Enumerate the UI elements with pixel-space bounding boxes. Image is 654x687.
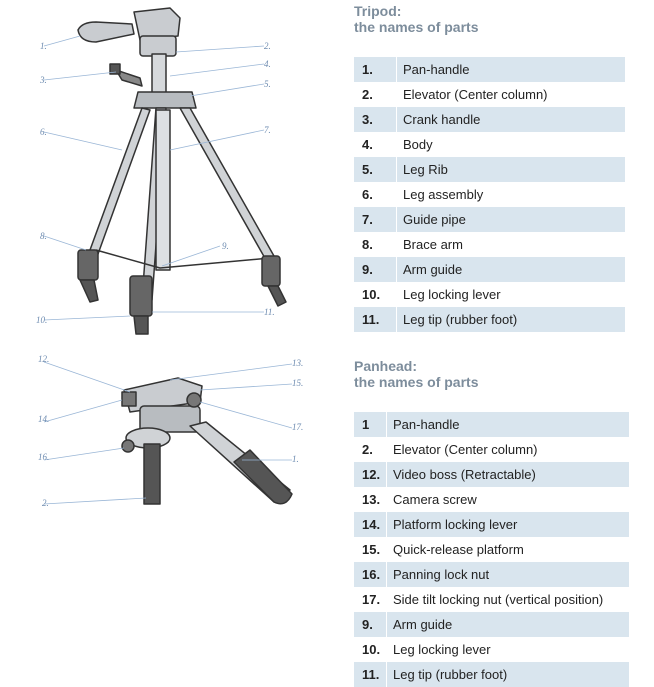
part-row: 6.Leg assembly xyxy=(354,182,625,207)
tripod-subtitle: the names of parts xyxy=(354,19,479,35)
part-row: 15.Quick-release platform xyxy=(354,537,629,562)
part-name: Guide pipe xyxy=(396,207,625,232)
part-name: Elevator (Center column) xyxy=(386,437,629,462)
part-number: 14. xyxy=(354,512,387,537)
part-number: 1 xyxy=(354,412,387,437)
part-row: 8.Brace arm xyxy=(354,232,625,257)
part-number: 13. xyxy=(354,487,387,512)
part-name: Leg tip (rubber foot) xyxy=(396,307,625,332)
panhead-callout-16: 16. xyxy=(38,452,49,462)
tripod-callout-2: 2. xyxy=(264,41,271,51)
part-number: 5. xyxy=(354,157,397,182)
part-row: 14.Platform locking lever xyxy=(354,512,629,537)
part-row: 9.Arm guide xyxy=(354,612,629,637)
part-name: Pan-handle xyxy=(386,412,629,437)
part-number: 7. xyxy=(354,207,397,232)
part-number: 10. xyxy=(354,282,397,307)
panhead-diagram: 12. 13. 15. 14. 17. 16. 1. 2. xyxy=(30,350,340,520)
tripod-callout-5: 5. xyxy=(264,79,271,89)
part-name: Leg assembly xyxy=(396,182,625,207)
part-number: 17. xyxy=(354,587,387,612)
tripod-title: Tripod: xyxy=(354,3,402,19)
part-name: Crank handle xyxy=(396,107,625,132)
panhead-callout-12: 12. xyxy=(38,354,49,364)
panhead-callout-15: 15. xyxy=(292,378,303,388)
tripod-callout-7: 7. xyxy=(264,125,271,135)
panhead-callout-13: 13. xyxy=(292,358,303,368)
part-name: Platform locking lever xyxy=(386,512,629,537)
part-name: Quick-release platform xyxy=(386,537,629,562)
part-number: 2. xyxy=(354,437,387,462)
panhead-callout-14: 14. xyxy=(38,414,49,424)
part-number: 9. xyxy=(354,612,387,637)
tripod-callout-3: 3. xyxy=(39,75,47,85)
part-name: Arm guide xyxy=(396,257,625,282)
part-row: 17.Side tilt locking nut (vertical posit… xyxy=(354,587,629,612)
part-row: 12.Video boss (Retractable) xyxy=(354,462,629,487)
part-number: 2. xyxy=(354,82,397,107)
part-number: 3. xyxy=(354,107,397,132)
part-row: 4.Body xyxy=(354,132,625,157)
tripod-callout-6: 6. xyxy=(40,127,47,137)
part-number: 6. xyxy=(354,182,397,207)
part-number: 16. xyxy=(354,562,387,587)
part-row: 5.Leg Rib xyxy=(354,157,625,182)
part-number: 10. xyxy=(354,637,387,662)
part-name: Brace arm xyxy=(396,232,625,257)
part-name: Pan-handle xyxy=(396,57,625,82)
part-name: Arm guide xyxy=(386,612,629,637)
part-name: Leg locking lever xyxy=(386,637,629,662)
part-row: 1.Pan-handle xyxy=(354,57,625,82)
part-number: 1. xyxy=(354,57,397,82)
part-name: Panning lock nut xyxy=(386,562,629,587)
part-name: Elevator (Center column) xyxy=(396,82,625,107)
part-row: 16.Panning lock nut xyxy=(354,562,629,587)
part-name: Leg Rib xyxy=(396,157,625,182)
part-row: 13.Camera screw xyxy=(354,487,629,512)
panhead-callout-2: 2. xyxy=(42,498,49,508)
part-number: 11. xyxy=(354,307,397,332)
part-number: 4. xyxy=(354,132,397,157)
part-row: 10.Leg locking lever xyxy=(354,282,625,307)
part-row: 2.Elevator (Center column) xyxy=(354,82,625,107)
part-row: 11.Leg tip (rubber foot) xyxy=(354,307,625,332)
part-row: 10.Leg locking lever xyxy=(354,637,629,662)
part-number: 11. xyxy=(354,662,387,687)
panhead-title: Panhead: xyxy=(354,358,418,374)
part-row: 9.Arm guide xyxy=(354,257,625,282)
part-name: Camera screw xyxy=(386,487,629,512)
part-name: Leg tip (rubber foot) xyxy=(386,662,629,687)
part-name: Side tilt locking nut (vertical position… xyxy=(386,587,629,612)
part-name: Video boss (Retractable) xyxy=(386,462,629,487)
tripod-callout-8: 8. xyxy=(40,231,47,241)
part-row: 11.Leg tip (rubber foot) xyxy=(354,662,629,687)
tripod-diagram: 1. 2. 3. 4. 5. 6. 7. 8. 9. 10. 11. xyxy=(30,0,340,335)
part-name: Leg locking lever xyxy=(396,282,625,307)
part-number: 15. xyxy=(354,537,387,562)
tripod-callout-4: 4. xyxy=(264,59,271,69)
part-row: 3.Crank handle xyxy=(354,107,625,132)
part-row: 7.Guide pipe xyxy=(354,207,625,232)
panhead-callout-1: 1. xyxy=(292,454,299,464)
panhead-subtitle: the names of parts xyxy=(354,374,479,390)
part-number: 8. xyxy=(354,232,397,257)
tripod-callout-11: 11. xyxy=(264,307,275,317)
tripod-callout-10: 10. xyxy=(36,315,47,325)
panhead-callout-17: 17. xyxy=(292,422,303,432)
part-number: 9. xyxy=(354,257,397,282)
tripod-callout-9: 9. xyxy=(222,241,229,251)
part-number: 12. xyxy=(354,462,387,487)
part-name: Body xyxy=(396,132,625,157)
part-row: 2.Elevator (Center column) xyxy=(354,437,629,462)
tripod-callout-1: 1. xyxy=(40,41,47,51)
